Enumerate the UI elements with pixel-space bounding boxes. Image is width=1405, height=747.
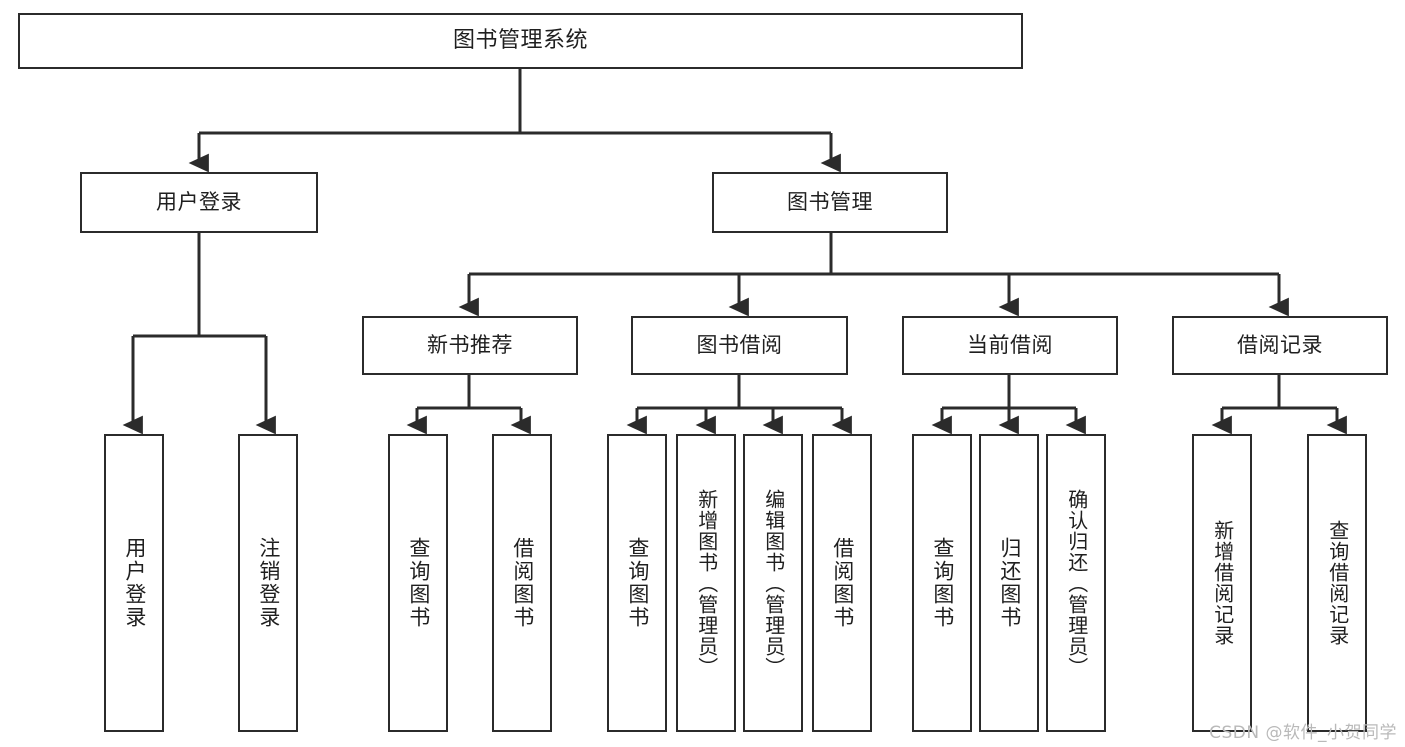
leaf-borrow-book[interactable]: 借阅图书: [812, 434, 872, 732]
leaf-confirm-return-admin[interactable]: 确认归还（管理员）: [1046, 434, 1106, 732]
leaf-label: 归还图书: [997, 537, 1022, 629]
leaf-logout[interactable]: 注销登录: [238, 434, 298, 732]
leaf-label: 注销登录: [256, 537, 281, 629]
leaf-label: 编辑图书（管理员）: [761, 488, 786, 678]
leaf-label: 借阅图书: [830, 537, 855, 629]
leaf-query-book-recommend[interactable]: 查询图书: [388, 434, 448, 732]
leaf-label: 新增图书（管理员）: [694, 488, 719, 678]
node-new-book-recommend[interactable]: 新书推荐: [362, 316, 578, 375]
leaf-add-borrow-record[interactable]: 新增借阅记录: [1192, 434, 1252, 732]
leaf-query-book-current[interactable]: 查询图书: [912, 434, 972, 732]
node-label: 借阅记录: [1237, 333, 1323, 358]
node-label: 用户登录: [156, 190, 242, 215]
node-label: 当前借阅: [967, 333, 1053, 358]
node-borrow-records[interactable]: 借阅记录: [1172, 316, 1388, 375]
leaf-user-login[interactable]: 用户登录: [104, 434, 164, 732]
node-book-borrow[interactable]: 图书借阅: [631, 316, 848, 375]
node-label: 新书推荐: [427, 333, 513, 358]
leaf-label: 借阅图书: [510, 537, 535, 629]
node-root-system[interactable]: 图书管理系统: [18, 13, 1023, 69]
leaf-label: 查询图书: [406, 537, 431, 629]
node-book-management[interactable]: 图书管理: [712, 172, 948, 233]
leaf-label: 确认归还（管理员）: [1064, 488, 1089, 678]
leaf-query-book-borrow[interactable]: 查询图书: [607, 434, 667, 732]
node-current-borrow[interactable]: 当前借阅: [902, 316, 1118, 375]
node-label: 图书管理系统: [452, 28, 588, 54]
leaf-label: 查询借阅记录: [1325, 520, 1350, 646]
leaf-label: 用户登录: [122, 537, 147, 629]
leaf-label: 新增借阅记录: [1210, 520, 1235, 646]
leaf-label: 查询图书: [625, 537, 650, 629]
leaf-query-borrow-record[interactable]: 查询借阅记录: [1307, 434, 1367, 732]
leaf-label: 查询图书: [930, 537, 955, 629]
leaf-return-book[interactable]: 归还图书: [979, 434, 1039, 732]
leaf-borrow-book-recommend[interactable]: 借阅图书: [492, 434, 552, 732]
leaf-add-book-admin[interactable]: 新增图书（管理员）: [676, 434, 736, 732]
leaf-edit-book-admin[interactable]: 编辑图书（管理员）: [743, 434, 803, 732]
node-user-login[interactable]: 用户登录: [80, 172, 318, 233]
node-label: 图书借阅: [696, 333, 783, 358]
node-label: 图书管理: [787, 190, 873, 215]
watermark: CSDN @软件_小贺同学: [1209, 723, 1397, 743]
